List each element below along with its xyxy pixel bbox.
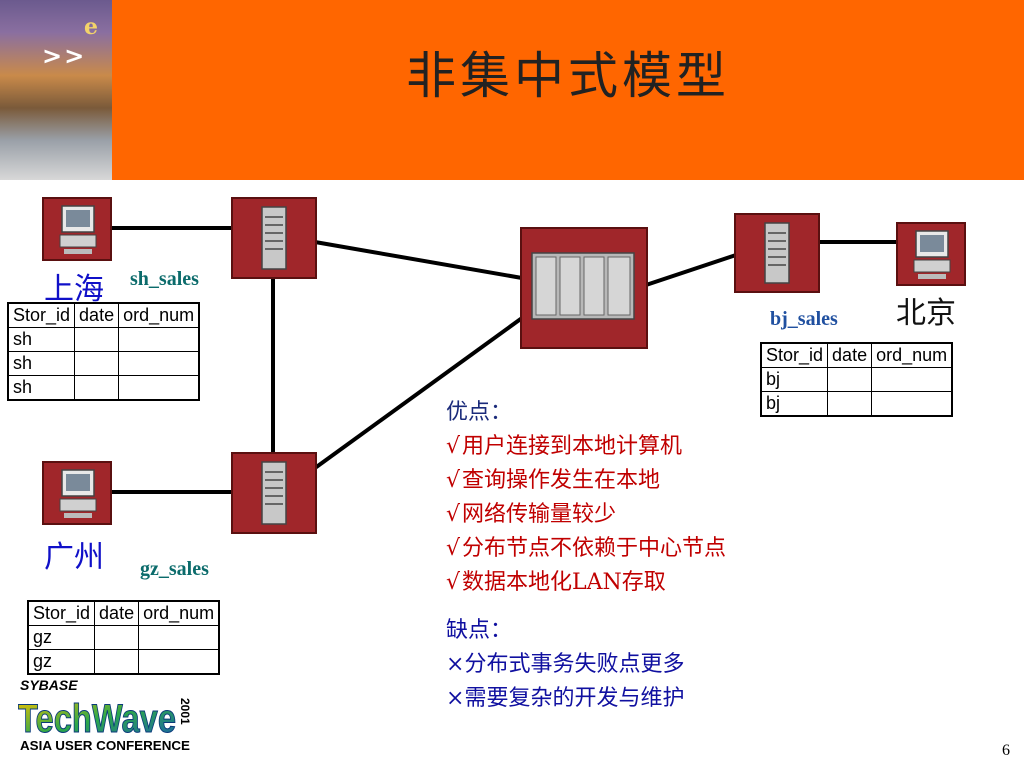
table-cell (94, 649, 140, 675)
table-header-cell: ord_num (871, 342, 953, 368)
list-item: √数据本地化LAN存取 (446, 566, 726, 600)
header-photo: e >> (0, 0, 112, 180)
table-cell (138, 625, 220, 650)
pros-item-text: 查询操作发生在本地 (462, 468, 661, 493)
pros-item-text: 网络传输量较少 (462, 502, 617, 527)
guangzhou-pc-icon (42, 461, 112, 525)
table-cell (74, 327, 120, 352)
guangzhou-server-icon (231, 452, 317, 534)
table-cell (74, 375, 120, 401)
check-icon: √ (446, 502, 461, 527)
cross-icon: × (446, 652, 465, 677)
cons-list: 缺点： ×分布式事务失败点更多 ×需要复杂的开发与维护 (446, 614, 684, 716)
bj-sales-table: Stor_id date ord_num bj bj (760, 342, 954, 417)
table-header-cell: date (94, 600, 140, 626)
logo-product: TechWave (18, 697, 176, 741)
cons-heading: 缺点： (446, 618, 513, 643)
shanghai-server-icon (231, 197, 317, 279)
pros-item-text: 数据本地化LAN存取 (462, 570, 666, 595)
logo-brand: SYBASE (20, 677, 78, 693)
sh-sales-table: Stor_id date ord_num sh sh sh (7, 302, 201, 401)
wire-gz-server-hub (313, 316, 524, 470)
table-row: bj (760, 391, 953, 417)
wire-hub-bj-server (645, 253, 737, 287)
page-number: 6 (1002, 742, 1010, 759)
cross-icon: × (446, 686, 465, 711)
guangzhou-db-label: gz_sales (140, 558, 209, 580)
header-photo-arrows-icon: >> (42, 42, 87, 70)
list-item: √查询操作发生在本地 (446, 464, 726, 498)
cons-item-text: 分布式事务失败点更多 (464, 652, 685, 677)
table-cell: gz (27, 625, 96, 650)
table-row: bj (760, 367, 953, 392)
table-cell (871, 391, 953, 417)
guangzhou-label: 广州 (44, 540, 104, 575)
table-header-cell: ord_num (118, 302, 200, 328)
shanghai-db-label: sh_sales (130, 268, 199, 290)
list-item: √用户连接到本地计算机 (446, 430, 726, 464)
logo-year: 2001 (178, 698, 192, 725)
table-cell (94, 625, 140, 650)
beijing-pc-icon (896, 222, 966, 286)
check-icon: √ (446, 536, 461, 561)
table-row: gz (27, 625, 220, 650)
table-cell: bj (760, 391, 829, 417)
gz-sales-table: Stor_id date ord_num gz gz (27, 600, 221, 675)
table-cell (138, 649, 220, 675)
pros-item-text: 分布节点不依赖于中心节点 (462, 536, 727, 561)
beijing-db-label: bj_sales (770, 308, 838, 330)
list-item: √网络传输量较少 (446, 498, 726, 532)
table-header-row: Stor_id date ord_num (760, 342, 953, 368)
slide-header: e >> 非集中式模型 (0, 0, 1024, 180)
logo-event: ASIA USER CONFERENCE (20, 738, 190, 753)
table-row: sh (7, 375, 200, 401)
cons-item-text: 需要复杂的开发与维护 (464, 686, 685, 711)
beijing-server-icon (734, 213, 820, 293)
table-header-cell: date (827, 342, 873, 368)
table-header-cell: Stor_id (760, 342, 829, 368)
list-item: √分布节点不依赖于中心节点 (446, 532, 726, 566)
slide-title: 非集中式模型 (406, 47, 730, 105)
table-cell (827, 367, 873, 392)
table-cell: gz (27, 649, 96, 675)
table-cell (827, 391, 873, 417)
list-item: ×需要复杂的开发与维护 (446, 682, 684, 716)
table-header-cell: Stor_id (27, 600, 96, 626)
check-icon: √ (446, 434, 461, 459)
table-cell (118, 375, 200, 401)
table-row: sh (7, 351, 200, 376)
techwave-logo: SYBASE TechWave 2001 ASIA USER CONFERENC… (18, 677, 192, 753)
table-cell: sh (7, 375, 76, 401)
table-row: sh (7, 327, 200, 352)
check-icon: √ (446, 468, 461, 493)
table-cell: sh (7, 351, 76, 376)
central-switch-icon (520, 227, 648, 349)
pros-item-text: 用户连接到本地计算机 (462, 434, 683, 459)
table-header-row: Stor_id date ord_num (7, 302, 200, 328)
header-photo-letter-icon: e (84, 14, 98, 40)
shanghai-label: 上海 (44, 272, 104, 307)
table-header-row: Stor_id date ord_num (27, 600, 220, 626)
table-cell (74, 351, 120, 376)
table-header-cell: ord_num (138, 600, 220, 626)
shanghai-pc-icon (42, 197, 112, 261)
table-cell: sh (7, 327, 76, 352)
table-header-cell: Stor_id (7, 302, 76, 328)
table-cell (118, 351, 200, 376)
pros-list: 优点： √用户连接到本地计算机 √查询操作发生在本地 √网络传输量较少 √分布节… (446, 396, 726, 600)
table-cell (118, 327, 200, 352)
table-row: gz (27, 649, 220, 675)
table-cell: bj (760, 367, 829, 392)
header-band (112, 0, 1024, 180)
table-header-cell: date (74, 302, 120, 328)
pros-heading: 优点： (446, 400, 513, 425)
check-icon: √ (446, 570, 461, 595)
list-item: ×分布式事务失败点更多 (446, 648, 684, 682)
table-cell (871, 367, 953, 392)
beijing-label: 北京 (896, 296, 956, 331)
wire-sh-server-hub (314, 240, 523, 280)
